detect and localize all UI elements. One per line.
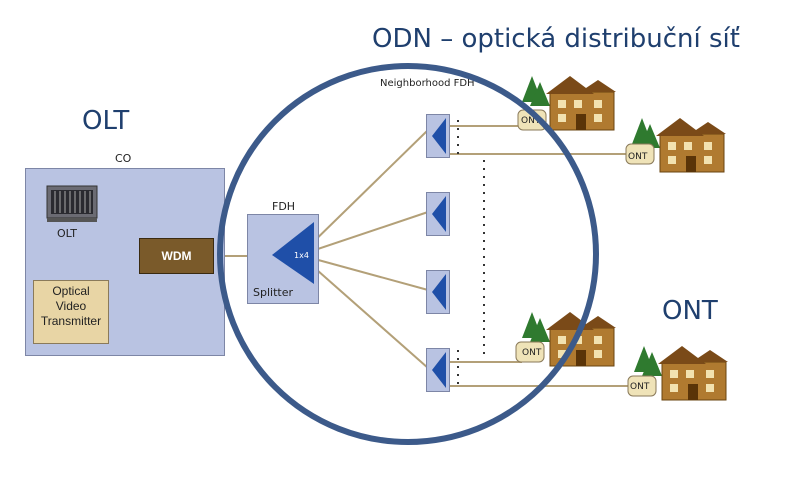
neighborhood-splitter-icons	[432, 118, 446, 388]
wdm-box: WDM	[139, 238, 214, 274]
ovt-line-2: Video	[55, 299, 87, 313]
olt-device-label: OLT	[57, 227, 77, 240]
house-2-icon	[625, 118, 726, 173]
splitter-label: Splitter	[253, 286, 293, 299]
ont-heading: ONT	[662, 296, 718, 326]
house-1-icon	[517, 76, 616, 131]
ont-tag-1: ONT	[521, 116, 541, 126]
ont-tag-3: ONT	[522, 348, 542, 358]
ont-tag-2: ONT	[628, 152, 648, 162]
olt-heading: OLT	[82, 106, 130, 136]
splitter-icon: 1x4	[272, 222, 314, 284]
splitter-ratio-text: 1x4	[294, 251, 309, 260]
ont-tag-4: ONT	[630, 382, 650, 392]
co-label: CO	[115, 152, 132, 165]
fdh-label: FDH	[272, 200, 296, 213]
ovt-line-3: Transmitter	[40, 314, 102, 328]
optical-video-transmitter-box: Optical Video Transmitter	[33, 280, 109, 344]
dotted-lines	[457, 120, 485, 390]
odn-title: ODN – optická distribuční síť	[372, 24, 740, 54]
olt-device-icon	[46, 185, 98, 222]
house-4-icon	[627, 346, 728, 401]
neighborhood-fdh-label: Neighborhood FDH	[380, 78, 475, 89]
ovt-line-1: Optical	[52, 284, 90, 298]
